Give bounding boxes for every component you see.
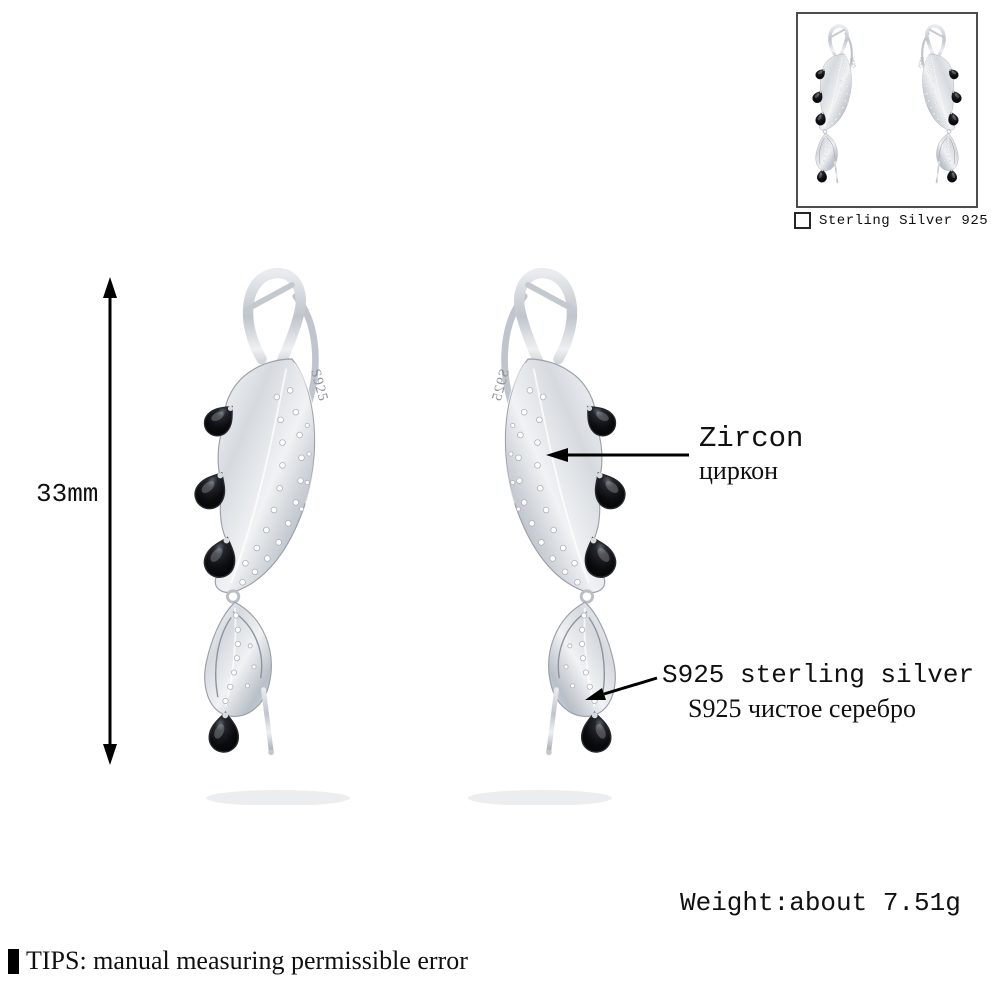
measurement-label: 33mm — [36, 479, 99, 509]
silver-label-ru: S925 чистое серебро — [688, 694, 917, 723]
silver-label-en: S925 sterling silver — [662, 660, 975, 690]
thumbnail-earring-left — [811, 26, 856, 183]
tips-note: TIPS: manual measuring permissible error — [8, 946, 468, 976]
earring-left — [190, 273, 331, 755]
reflection-right — [468, 790, 612, 805]
weight-label: Weight:about 7.51g — [680, 888, 961, 918]
checkbox-square-icon — [794, 212, 811, 229]
black-bar-bullet-icon — [8, 948, 19, 974]
measurement-arrow — [103, 277, 117, 765]
zircon-label-ru: циркон — [699, 456, 779, 485]
reflection-left — [206, 790, 350, 805]
tips-label: TIPS: manual measuring permissible error — [26, 946, 468, 975]
product-thumbnail — [796, 12, 978, 208]
sterling-silver-caption: Sterling Silver 925 — [794, 212, 998, 229]
caption-text: Sterling Silver 925 — [819, 212, 989, 229]
thumbnail-earring-right — [918, 26, 963, 183]
earring-right — [489, 273, 630, 755]
thumbnail-earrings-image — [801, 17, 973, 203]
zircon-label-en: Zircon — [699, 422, 804, 455]
earrings-image: S925 — [160, 260, 660, 805]
